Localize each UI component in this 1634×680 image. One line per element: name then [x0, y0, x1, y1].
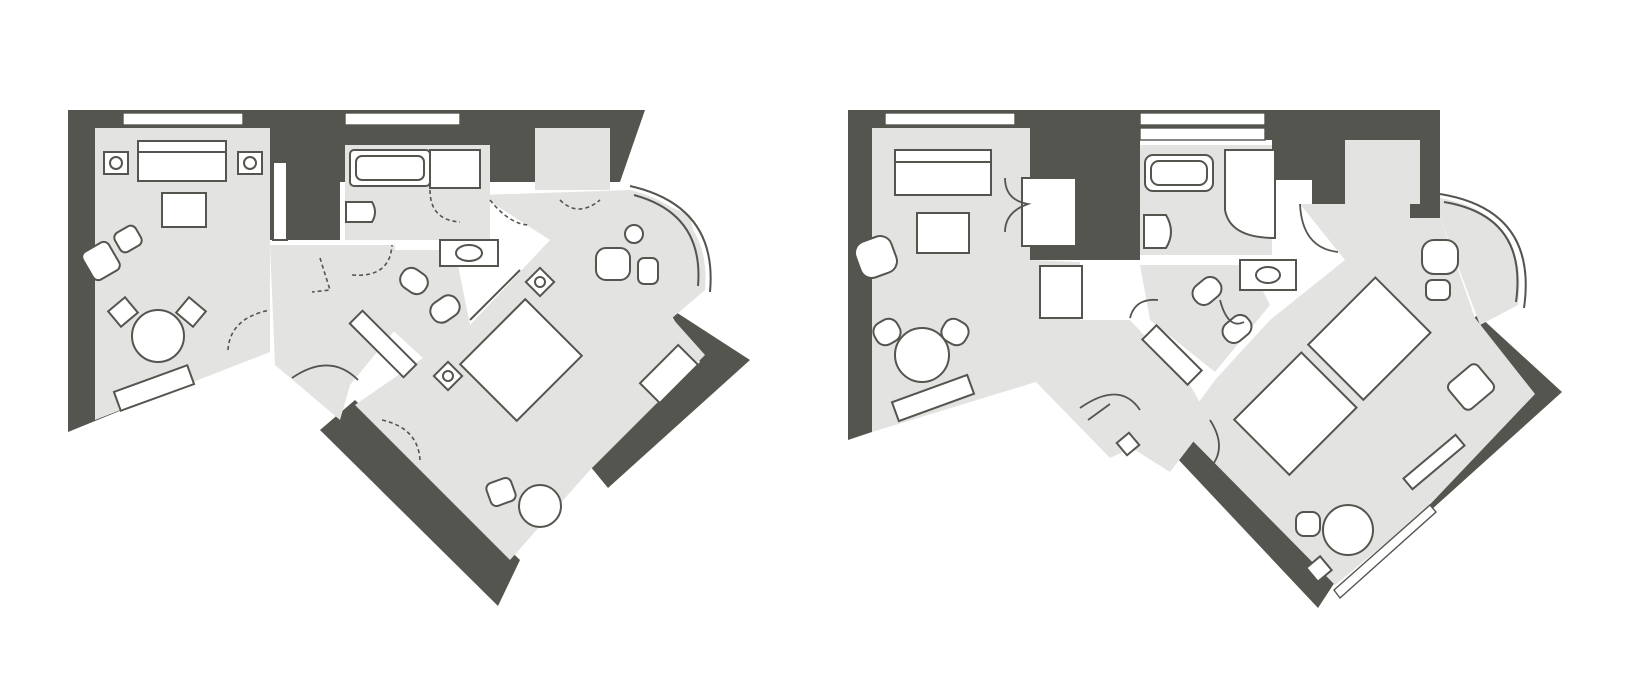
right-bedroom-table — [1322, 504, 1374, 556]
right-door-living — [1129, 298, 1159, 319]
left-armchair-1 — [81, 240, 121, 282]
left-toilet-3 — [429, 294, 461, 324]
left-dining-chair-2 — [174, 295, 208, 329]
left-door-bedroom — [381, 419, 421, 461]
right-outer-wall-west — [848, 110, 1030, 440]
left-desk — [112, 363, 196, 413]
left-lamp-1 — [109, 156, 123, 170]
left-dining-chair-1 — [106, 295, 140, 329]
right-bed-2 — [1232, 351, 1358, 477]
right-bedroom-stool — [1304, 554, 1334, 584]
left-door-bath — [351, 244, 393, 277]
right-window-bath — [1139, 112, 1266, 126]
left-ottoman — [113, 224, 143, 254]
right-bay-window-inner — [1443, 201, 1519, 303]
right-cabinet-door — [1004, 177, 1032, 233]
right-shower — [1224, 149, 1276, 240]
left-nightstand-2-lamp — [442, 370, 454, 382]
left-door-closet — [311, 257, 332, 293]
right-armchair-1 — [854, 235, 898, 279]
left-bay-floor — [630, 190, 706, 318]
right-sink — [1255, 266, 1281, 284]
right-toilet-2 — [1191, 276, 1223, 306]
left-window-bath — [344, 112, 461, 126]
right-dining-chair-2 — [940, 317, 970, 347]
right-ottoman-2 — [1425, 279, 1451, 301]
right-armchair-2 — [1421, 239, 1459, 275]
left-shower — [429, 149, 481, 189]
left-bay-window — [629, 185, 712, 293]
right-bathtub-inner — [1150, 160, 1208, 186]
left-bay-window-inner — [633, 194, 700, 287]
left-bed — [458, 297, 584, 423]
right-wardrobe — [1039, 265, 1083, 319]
left-sofa — [137, 140, 227, 182]
right-tv-console — [1402, 433, 1466, 491]
left-bedroom-lamp — [624, 224, 644, 244]
left-outer-wall-southeast — [320, 400, 520, 606]
right-entry-table — [1115, 431, 1141, 457]
left-bedroom-armchair — [595, 247, 631, 281]
left-window-living — [122, 112, 244, 126]
right-door-entry-leaf — [1087, 403, 1111, 421]
left-lamp-2 — [243, 156, 257, 170]
right-dining-table — [894, 327, 950, 383]
right-window-bath-2 — [1139, 127, 1266, 141]
left-door-entry — [291, 364, 359, 381]
left-toilet-1 — [345, 201, 376, 223]
left-console — [348, 309, 418, 379]
right-desk — [890, 373, 976, 423]
left-bedroom-ottoman — [637, 257, 659, 285]
right-bedroom-armchair — [1446, 363, 1496, 411]
left-toilet-2 — [399, 266, 429, 296]
left-nightstand-1-lamp — [534, 276, 546, 288]
right-closet-floor — [1345, 140, 1420, 204]
left-bed-pillow-line — [469, 269, 521, 321]
right-dining-chair-1 — [872, 317, 902, 347]
right-bay-window — [1439, 193, 1527, 309]
floor-plan-left — [68, 110, 750, 606]
right-door-bedroom — [1209, 419, 1220, 469]
left-door-closet-2 — [489, 199, 531, 226]
right-window-living — [884, 112, 1016, 126]
left-door-living — [227, 309, 271, 351]
left-sink — [455, 244, 483, 262]
right-bedroom-chair — [1295, 511, 1321, 537]
left-door-closet-3 — [559, 199, 601, 210]
right-bathtub — [1144, 154, 1214, 192]
right-console — [1140, 323, 1204, 387]
left-outer-wall-east — [590, 305, 750, 488]
left-wc-floor — [360, 250, 470, 360]
right-cabinet-top — [1021, 177, 1077, 247]
left-bedroom-chair — [485, 476, 517, 508]
right-bed-1 — [1306, 276, 1432, 402]
right-door-entry — [1079, 393, 1141, 411]
floor-plan-right — [848, 110, 1562, 608]
right-door-bedroom-entry — [1299, 203, 1339, 253]
left-dining-table — [131, 309, 185, 363]
left-tv-console — [638, 343, 700, 405]
left-bedroom-table — [518, 484, 562, 528]
left-door-bath-2 — [429, 189, 461, 223]
left-cabinet — [272, 161, 288, 241]
right-coffee-table — [916, 212, 970, 254]
left-coffee-table — [161, 192, 207, 228]
left-closet-floor — [535, 128, 610, 190]
right-door-bath — [1219, 299, 1245, 325]
right-outer-wall-southeast — [1160, 425, 1335, 608]
right-toilet-1 — [1143, 214, 1172, 249]
right-window-lower — [1333, 504, 1437, 600]
right-wc-floor — [1140, 265, 1270, 372]
right-sofa — [894, 149, 992, 196]
right-outer-wall-north — [1030, 110, 1440, 260]
left-bathtub-inner — [355, 155, 425, 181]
